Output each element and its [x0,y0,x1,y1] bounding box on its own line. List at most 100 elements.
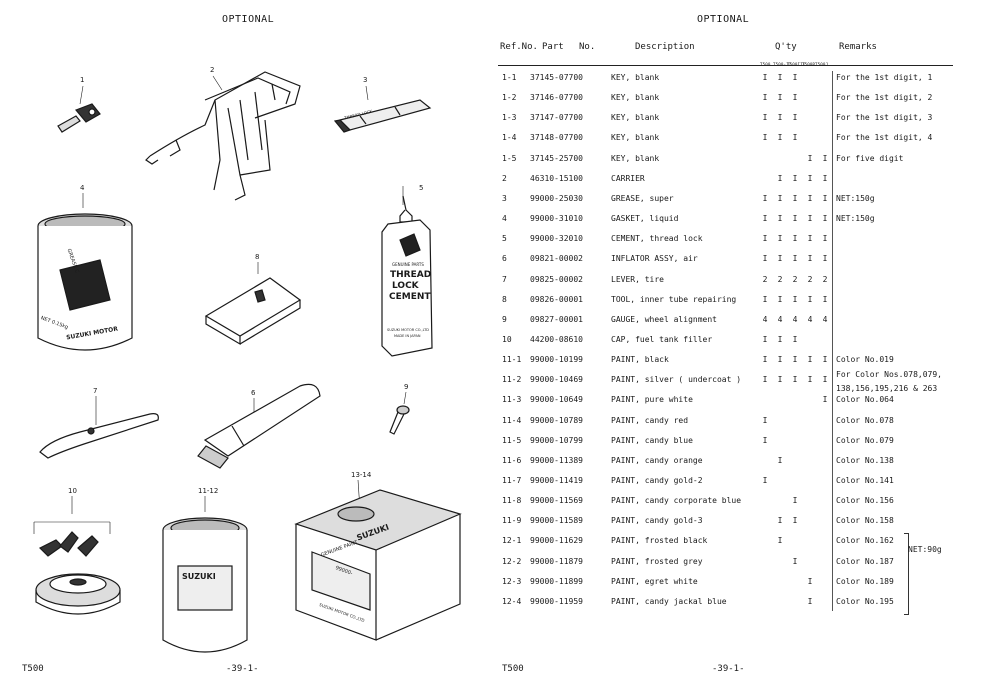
row-qty-cell: I [807,375,813,385]
row-part-number: 99000-11879 [530,556,583,566]
key-illustration [57,85,101,133]
row-description: PAINT, silver ( undercoat ) [611,375,742,385]
qty-model-1: T500 [760,62,771,67]
row-qty-cell: I [777,455,783,465]
row-qty-cell: I [777,254,783,264]
row-remark: For the 1st digit, 4 [836,133,933,143]
row-qty-cell: 2 [822,274,828,284]
carrier-illustration [145,71,301,201]
left-page: OPTIONAL [0,0,490,691]
row-description: CEMENT, thread lock [611,234,703,244]
row-qty-cell: I [777,234,783,244]
row-part-number: 09827-00001 [530,314,583,324]
row-qty-cell: I [792,193,798,203]
callout-5: 5 [419,184,424,192]
row-ref: 11-2 [502,375,522,385]
row-qty-cell: I [792,516,798,526]
row-qty-cell: I [822,234,828,244]
row-description: PAINT, black [611,355,669,365]
row-part-number: 99000-11629 [530,536,583,546]
parts-illustration [33,71,462,653]
row-remark: For Color Nos.078,079, [836,370,942,380]
row-qty-cell: I [762,375,768,385]
row-qty-cell: I [762,254,768,264]
row-qty-cell: 2 [762,274,768,284]
row-description: PAINT, candy red [611,415,689,425]
row-part-number: 37146-07700 [530,93,583,103]
col-header-ref: Ref.No. [500,42,538,52]
row-qty-cell: I [777,516,783,526]
row-qty-cell: I [807,576,813,586]
row-ref: 1-4 [502,133,517,143]
paint-can-brand-label: SUZUKI [182,572,216,581]
col-header-no: No. [579,42,596,52]
callout-11-12: 11-12 [198,487,219,495]
right-page: OPTIONAL Ref.No. Part No. Description Q'… [490,0,1000,691]
row-remark: Color No.187 [836,556,894,566]
row-qty-cell: I [777,73,783,82]
inflator-illustration [197,383,321,469]
row-description: PAINT, frosted grey [611,556,703,566]
row-remark: For five digit [836,153,904,163]
row-qty-cell: I [822,254,828,264]
row-description: TOOL, inner tube repairing [611,294,737,304]
col-header-part: Part [542,42,564,52]
row-qty-cell: I [822,375,828,385]
row-qty-cell: I [792,133,798,143]
row-qty-cell: I [762,435,768,445]
row-ref: 8 [502,294,507,304]
header-rule [498,65,953,66]
row-qty-cell: 4 [807,314,813,324]
row-qty-cell: I [777,93,783,103]
thread-lock-made-label: MADE IN JAPAN [394,334,421,338]
row-qty-cell: I [792,113,798,123]
row-description: CAP, fuel tank filler [611,334,713,344]
row-ref: 4 [502,214,507,224]
row-qty-cell: I [822,355,828,365]
row-ref: 1-3 [502,113,517,123]
row-ref: 10 [502,334,512,344]
row-qty-cell: I [777,133,783,143]
row-description: INFLATOR ASSY, air [611,254,698,264]
row-part-number: 99000-11419 [530,476,583,485]
row-qty-cell: 4 [762,314,768,324]
row-description: GASKET, liquid [611,214,679,224]
row-qty-cell: I [822,214,828,224]
paint-net-brace [904,533,909,615]
qty-model-3: T500III [787,62,806,67]
row-part-number: 99000-10199 [530,355,583,365]
paint-tin-illustration [294,479,462,641]
row-ref: 1-5 [502,153,517,163]
row-qty-cell: I [792,294,798,304]
row-description: PAINT, candy jackal blue [611,596,727,606]
row-qty-cell: I [777,355,783,365]
row-remark: For the 1st digit, 1 [836,73,933,82]
qty-model-2: T500-II [773,62,792,67]
callout-7: 7 [93,387,98,395]
row-description: KEY, blank [611,133,660,143]
row-qty-cell: I [792,173,798,183]
row-qty-cell: I [777,214,783,224]
row-qty-cell: I [792,375,798,385]
row-qty-cell: I [762,234,768,244]
right-footer-page: -39-1- [712,664,745,674]
grease-tube-illustration [333,85,432,133]
row-remark: Color No.189 [836,576,894,586]
row-qty-cell: I [792,73,798,82]
row-part-number: 37145-25700 [530,153,583,163]
row-qty-cell: I [822,153,828,163]
row-ref: 12-1 [502,536,522,546]
row-qty-cell: I [792,496,798,506]
row-description: KEY, blank [611,73,660,82]
row-qty-cell: I [762,133,768,143]
